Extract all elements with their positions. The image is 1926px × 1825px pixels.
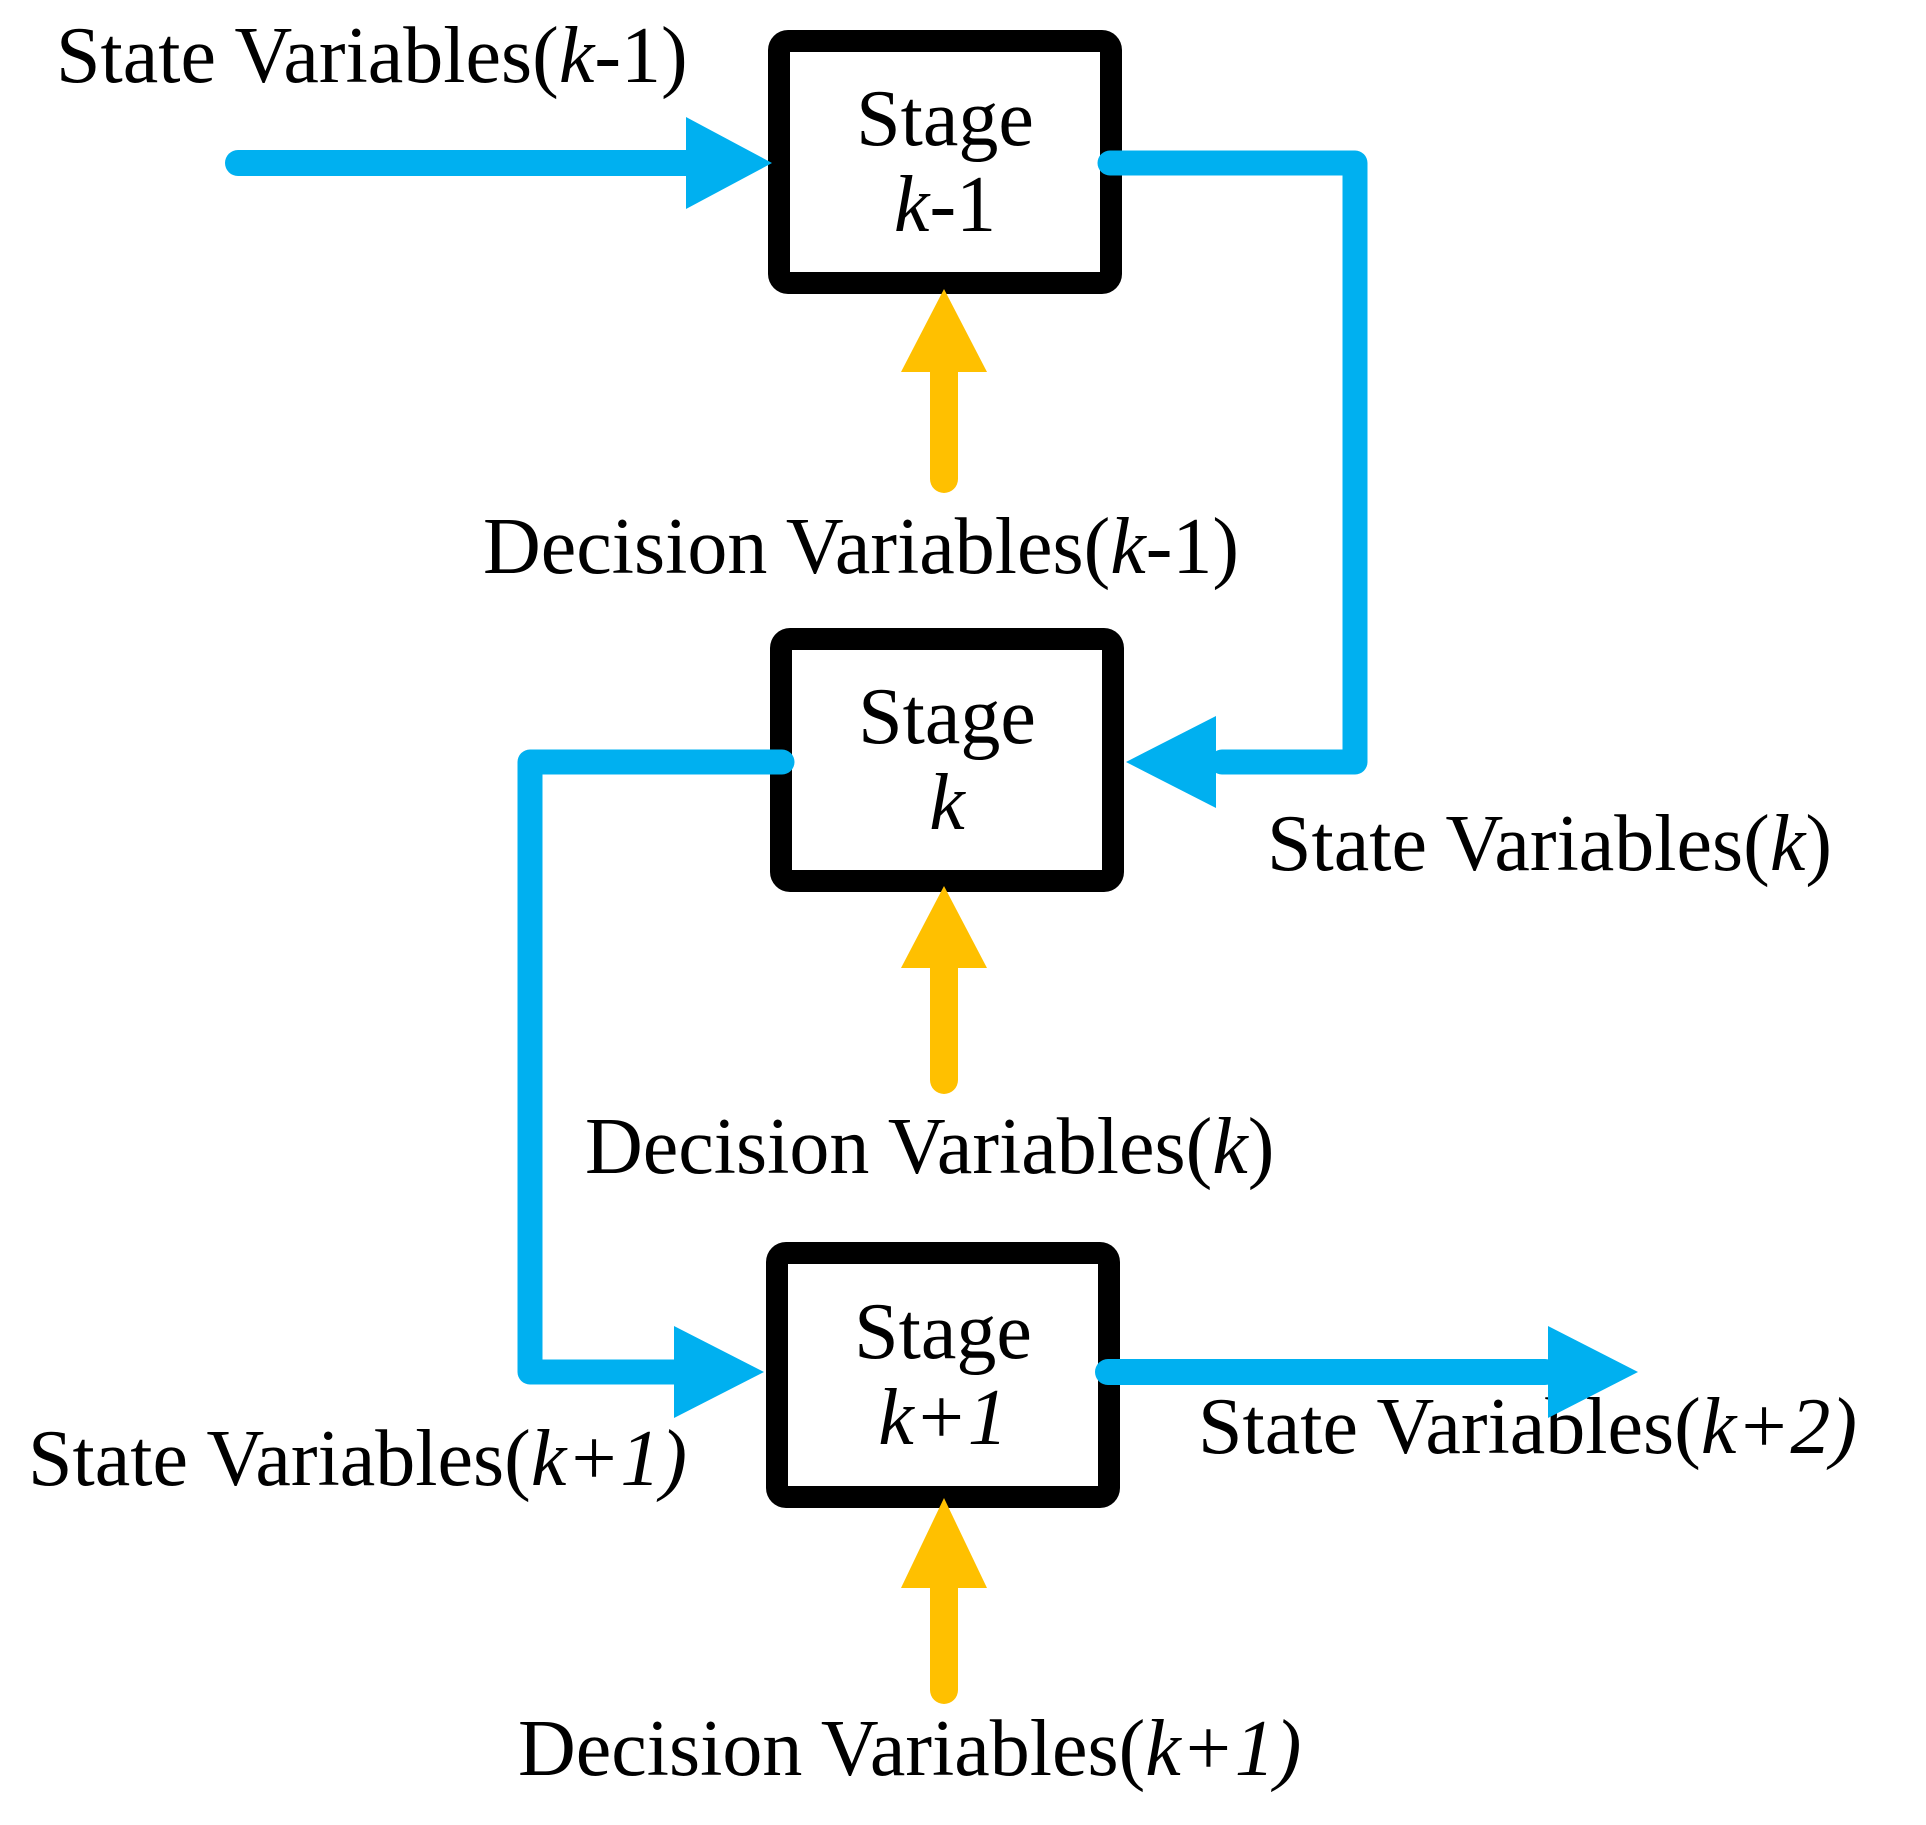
stage-k-box: Stage k (770, 628, 1124, 892)
state-connector-line-right (1097, 150, 1368, 775)
decision-arrow-k-plus-1 (901, 1498, 987, 1704)
state-connector-line-left (517, 749, 795, 1385)
decision-arrow-k (901, 886, 987, 1094)
state-connector-k-to-k-plus-1 (517, 749, 795, 1418)
stage-k-line1: Stage (858, 672, 1036, 761)
label-state-variables-k-plus-1: State Variables(k+1) (28, 1415, 687, 1503)
label-state-variables-k: State Variables(k) (1267, 800, 1832, 888)
label-decision-variables-k-minus-1: Decision Variables(k-1) (483, 503, 1240, 591)
state-connector-k-minus-1-to-k (1097, 150, 1368, 808)
decision-arrowhead-k-plus-1 (901, 1498, 987, 1588)
stage-k-minus-1-box: Stage k-1 (768, 30, 1122, 294)
state-arrowhead-into-stage-k-plus-1 (674, 1326, 764, 1418)
stage-k-minus-1-line1: Stage (856, 74, 1034, 163)
stage-k-plus-1-line2: k+1 (878, 1374, 1008, 1462)
stage-k-minus-1-line2: k-1 (893, 161, 997, 249)
label-state-variables-k-plus-2: State Variables(k+2) (1198, 1383, 1857, 1471)
state-arrow-input-k-minus-1 (225, 117, 772, 209)
label-state-variables-k-minus-1: State Variables(k-1) (56, 12, 688, 100)
label-decision-variables-k-plus-1: Decision Variables(k+1) (518, 1705, 1302, 1793)
state-arrowhead-input (686, 117, 772, 209)
decision-arrowhead-k (901, 886, 987, 968)
label-decision-variables-k: Decision Variables(k) (585, 1103, 1275, 1191)
decision-arrow-k-minus-1 (901, 289, 987, 493)
decision-arrowhead-k-minus-1 (901, 289, 987, 372)
stage-k-plus-1-box: Stage k+1 (766, 1242, 1120, 1508)
state-arrowhead-into-stage-k (1126, 716, 1216, 808)
stage-k-line2: k (929, 759, 965, 847)
stage-k-plus-1-line1: Stage (854, 1287, 1032, 1376)
